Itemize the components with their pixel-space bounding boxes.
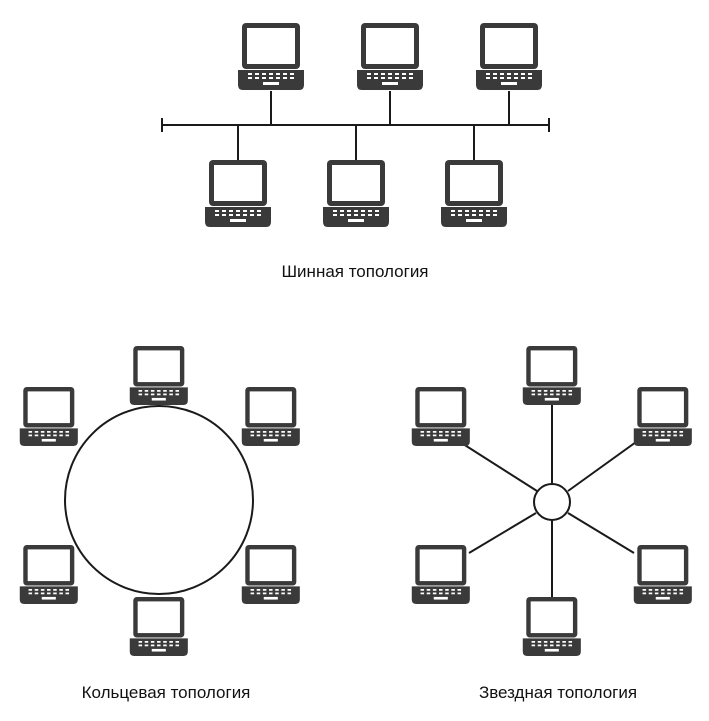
laptop-icon xyxy=(129,597,188,656)
laptop-icon xyxy=(633,545,692,604)
laptop-icon xyxy=(522,346,581,405)
star-link xyxy=(468,512,537,554)
star-links xyxy=(459,400,637,600)
bus-lines xyxy=(161,91,550,160)
star-link xyxy=(567,512,635,554)
bus-topology-caption: Шинная топология xyxy=(281,262,429,281)
star-topology-caption: Звездная топология xyxy=(478,683,638,702)
bus-topology xyxy=(161,23,550,227)
hub-circle xyxy=(533,483,571,521)
star-link xyxy=(567,441,637,492)
laptop-icon xyxy=(19,545,78,604)
laptop-icon xyxy=(522,597,581,656)
star-topology xyxy=(411,346,692,656)
star-link xyxy=(459,441,538,492)
laptop-icon xyxy=(19,387,78,446)
laptop-icon xyxy=(238,23,304,90)
ring-circle xyxy=(64,405,254,595)
laptop-icon xyxy=(633,387,692,446)
ring-topology xyxy=(19,346,300,656)
laptop-icon xyxy=(129,346,188,405)
laptop-icon xyxy=(441,160,507,227)
ring-topology-caption: Кольцевая топология xyxy=(81,683,251,702)
laptop-icon xyxy=(241,545,300,604)
laptop-icon xyxy=(357,23,423,90)
laptop-icon xyxy=(241,387,300,446)
laptop-icon xyxy=(323,160,389,227)
laptop-icon xyxy=(476,23,542,90)
laptop-icon xyxy=(411,387,470,446)
laptop-icon xyxy=(205,160,271,227)
laptop-icon xyxy=(411,545,470,604)
